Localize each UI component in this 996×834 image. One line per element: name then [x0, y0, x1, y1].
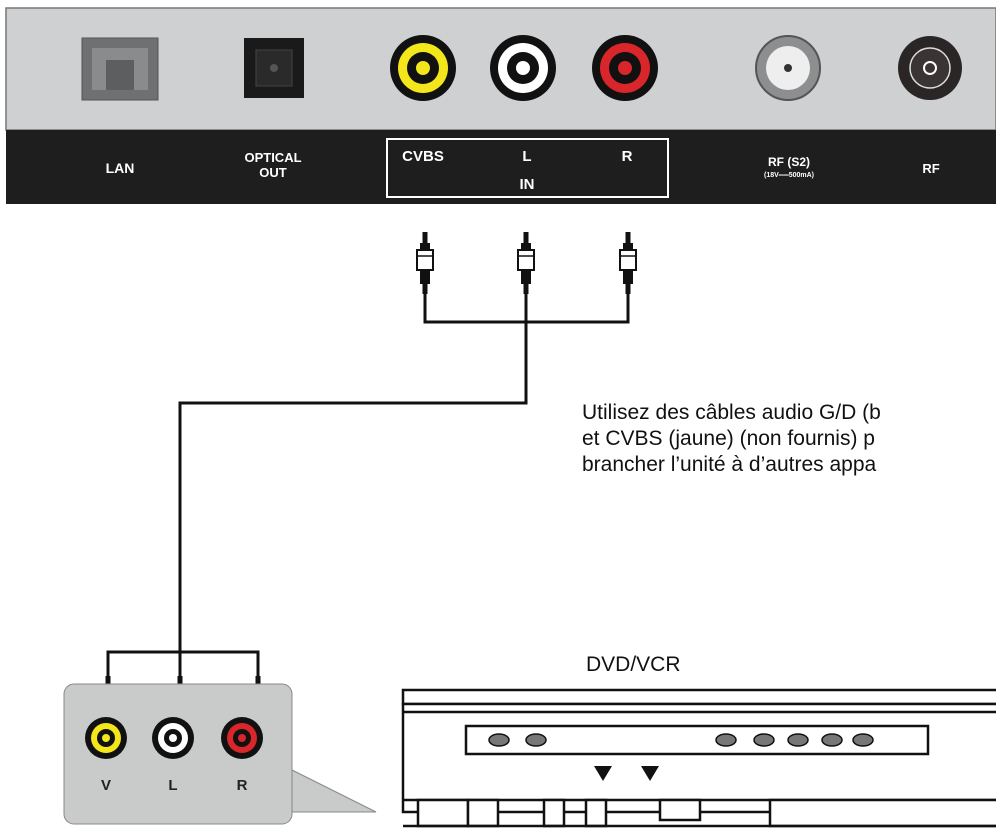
rf-label: RF	[922, 161, 939, 176]
cable-split-bottom	[106, 650, 260, 680]
video-jack-icon	[85, 717, 127, 759]
audio-left-label: L	[522, 148, 531, 165]
cvbs-plug-icon	[416, 231, 434, 295]
optical-label-line2: OUT	[259, 165, 287, 180]
left-jack-icon	[152, 717, 194, 759]
rf-s2-label: RF (S2)	[768, 155, 810, 169]
connection-instructions: Utilisez des câbles audio G/D (b et CVBS…	[582, 400, 996, 478]
audio-right-label: R	[622, 148, 633, 165]
optical-label-line1: OPTICAL	[244, 150, 301, 165]
cvbs-jack-icon	[390, 35, 456, 101]
lan-label: LAN	[106, 160, 135, 176]
input-group-frame	[386, 138, 669, 198]
dvd-vcr-device-icon	[401, 688, 996, 828]
cvbs-label: CVBS	[402, 148, 444, 165]
av-cable	[99, 231, 637, 740]
right-jack-icon	[221, 717, 263, 759]
back-panel: LAN OPTICAL OUT CVBS L R IN RF (S2) (18V…	[5, 7, 996, 204]
instructions-line-1: Utilisez des câbles audio G/D (b	[582, 401, 881, 424]
optical-port-icon	[244, 38, 304, 98]
instructions-line-2: et CVBS (jaune) (non fournis) p	[582, 427, 875, 450]
right-jack-label: R	[237, 777, 248, 794]
lan-port-icon	[81, 37, 159, 101]
cable-wire	[178, 294, 630, 652]
audio-left-plug-icon	[517, 231, 535, 295]
callout-pointer	[291, 769, 377, 813]
top-rca-plugs	[416, 231, 637, 295]
device-label: DVD/VCR	[586, 653, 681, 676]
instructions-line-3: brancher l’unité à d’autres appa	[582, 453, 877, 476]
rf-s2-port-icon	[755, 35, 821, 101]
input-group-label: IN	[520, 176, 535, 193]
rf-port-icon	[898, 36, 962, 100]
device-jack-panel: V L R	[63, 683, 377, 825]
audio-right-plug-icon	[619, 231, 637, 295]
left-jack-label: L	[168, 777, 177, 794]
audio-left-jack-icon	[490, 35, 556, 101]
rf-s2-rating-label: (18V══500mA)	[764, 172, 814, 179]
label-strip	[6, 130, 996, 204]
audio-right-jack-icon	[592, 35, 658, 101]
video-jack-label: V	[101, 777, 111, 794]
